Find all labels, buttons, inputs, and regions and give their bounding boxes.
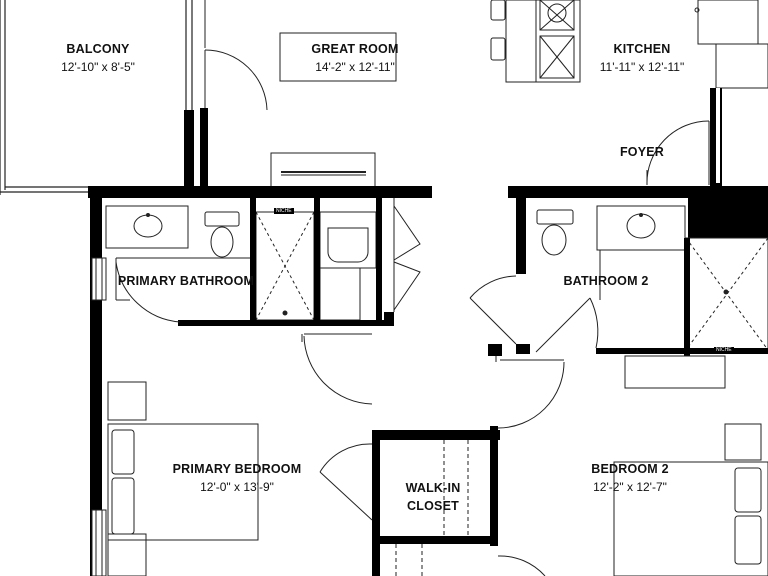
bath2-wall-stub [516, 344, 530, 354]
wall-top-left [88, 186, 432, 198]
primary-bath-wall-d [384, 312, 394, 326]
room-name: WALK-IN CLOSET [405, 481, 461, 513]
room-label-walk-in-closet: WALK-IN CLOSET [378, 479, 488, 515]
bar-stools [490, 0, 506, 61]
primary-bath-wall-c [376, 198, 382, 326]
room-dims: 14'-2" x 12'-11" [315, 60, 395, 74]
room-dims: 12'-10" x 8'-5" [61, 60, 135, 74]
wic-wall-top [372, 430, 500, 440]
primary-bath-wall-bottom [178, 320, 390, 326]
niche-tag-bath2: NICHE [714, 347, 734, 353]
room-dims: 11'-11" x 12'-11" [599, 60, 685, 74]
primary-bath-wall-a [250, 198, 256, 326]
wic-door [319, 443, 546, 576]
balcony-wall-post [184, 110, 194, 188]
great-room-label-box [279, 32, 397, 82]
bathroom-2-door [469, 275, 599, 353]
bedroom-2-furniture [613, 355, 768, 576]
kitchen-sink-icon [547, 3, 567, 23]
kitchen-island [505, 0, 581, 83]
wic-wall-left [372, 430, 380, 576]
room-name: GREAT ROOM [311, 42, 399, 56]
great-room-wall-stub [200, 108, 208, 188]
niche-tag-primary: NICHE [274, 208, 294, 214]
primary-bedroom-furniture [107, 381, 259, 576]
primary-bath-door [115, 261, 181, 323]
linen-closet [393, 198, 421, 312]
wic-wall-bottom [372, 536, 498, 544]
room-label-kitchen: KITCHEN 11'-11" x 12'-11" [572, 40, 712, 76]
room-label-primary-bedroom: PRIMARY BEDROOM 12'-0" x 13'-9" [162, 460, 312, 496]
room-name: BEDROOM 2 [591, 462, 669, 476]
room-dims: 12'-2" x 12'-7" [593, 480, 667, 494]
great-room-door [204, 0, 268, 111]
bath2-wall-bottom [596, 348, 768, 354]
bath2-wall-mid [684, 238, 690, 356]
primary-bathroom-fixtures [105, 205, 377, 321]
room-label-balcony: BALCONY 12'-10" x 8'-5" [38, 40, 158, 76]
media-console [270, 152, 376, 189]
wall-right-block [688, 186, 768, 238]
room-name: FOYER [619, 145, 665, 159]
balcony-area [0, 0, 193, 195]
wic-shelves [395, 440, 469, 576]
bath2-wall-left [516, 198, 526, 274]
wic-wall-right [490, 426, 498, 546]
room-label-bathroom-2: BATHROOM 2 [556, 272, 656, 290]
foyer-door [646, 120, 710, 186]
bedroom-2-door [495, 350, 565, 429]
room-label-great-room: GREAT ROOM 14'-2" x 12'-11" [285, 40, 425, 76]
left-window [91, 257, 107, 576]
room-label-bedroom-2: BEDROOM 2 12'-2" x 12'-7" [570, 460, 690, 496]
room-label-foyer: FOYER [612, 143, 672, 161]
kitchen-counters [694, 0, 768, 89]
room-name: PRIMARY BEDROOM [172, 462, 302, 476]
primary-bedroom-door [301, 333, 373, 405]
room-label-primary-bathroom: PRIMARY BATHROOM [116, 272, 256, 290]
room-name: KITCHEN [613, 42, 671, 56]
hall-wall-stub [488, 344, 502, 356]
room-name: BATHROOM 2 [563, 274, 649, 288]
primary-bath-wall-b [314, 198, 320, 326]
room-name: BALCONY [66, 42, 130, 56]
room-dims: 12'-0" x 13'-9" [200, 480, 274, 494]
room-name: PRIMARY BATHROOM [117, 274, 255, 288]
